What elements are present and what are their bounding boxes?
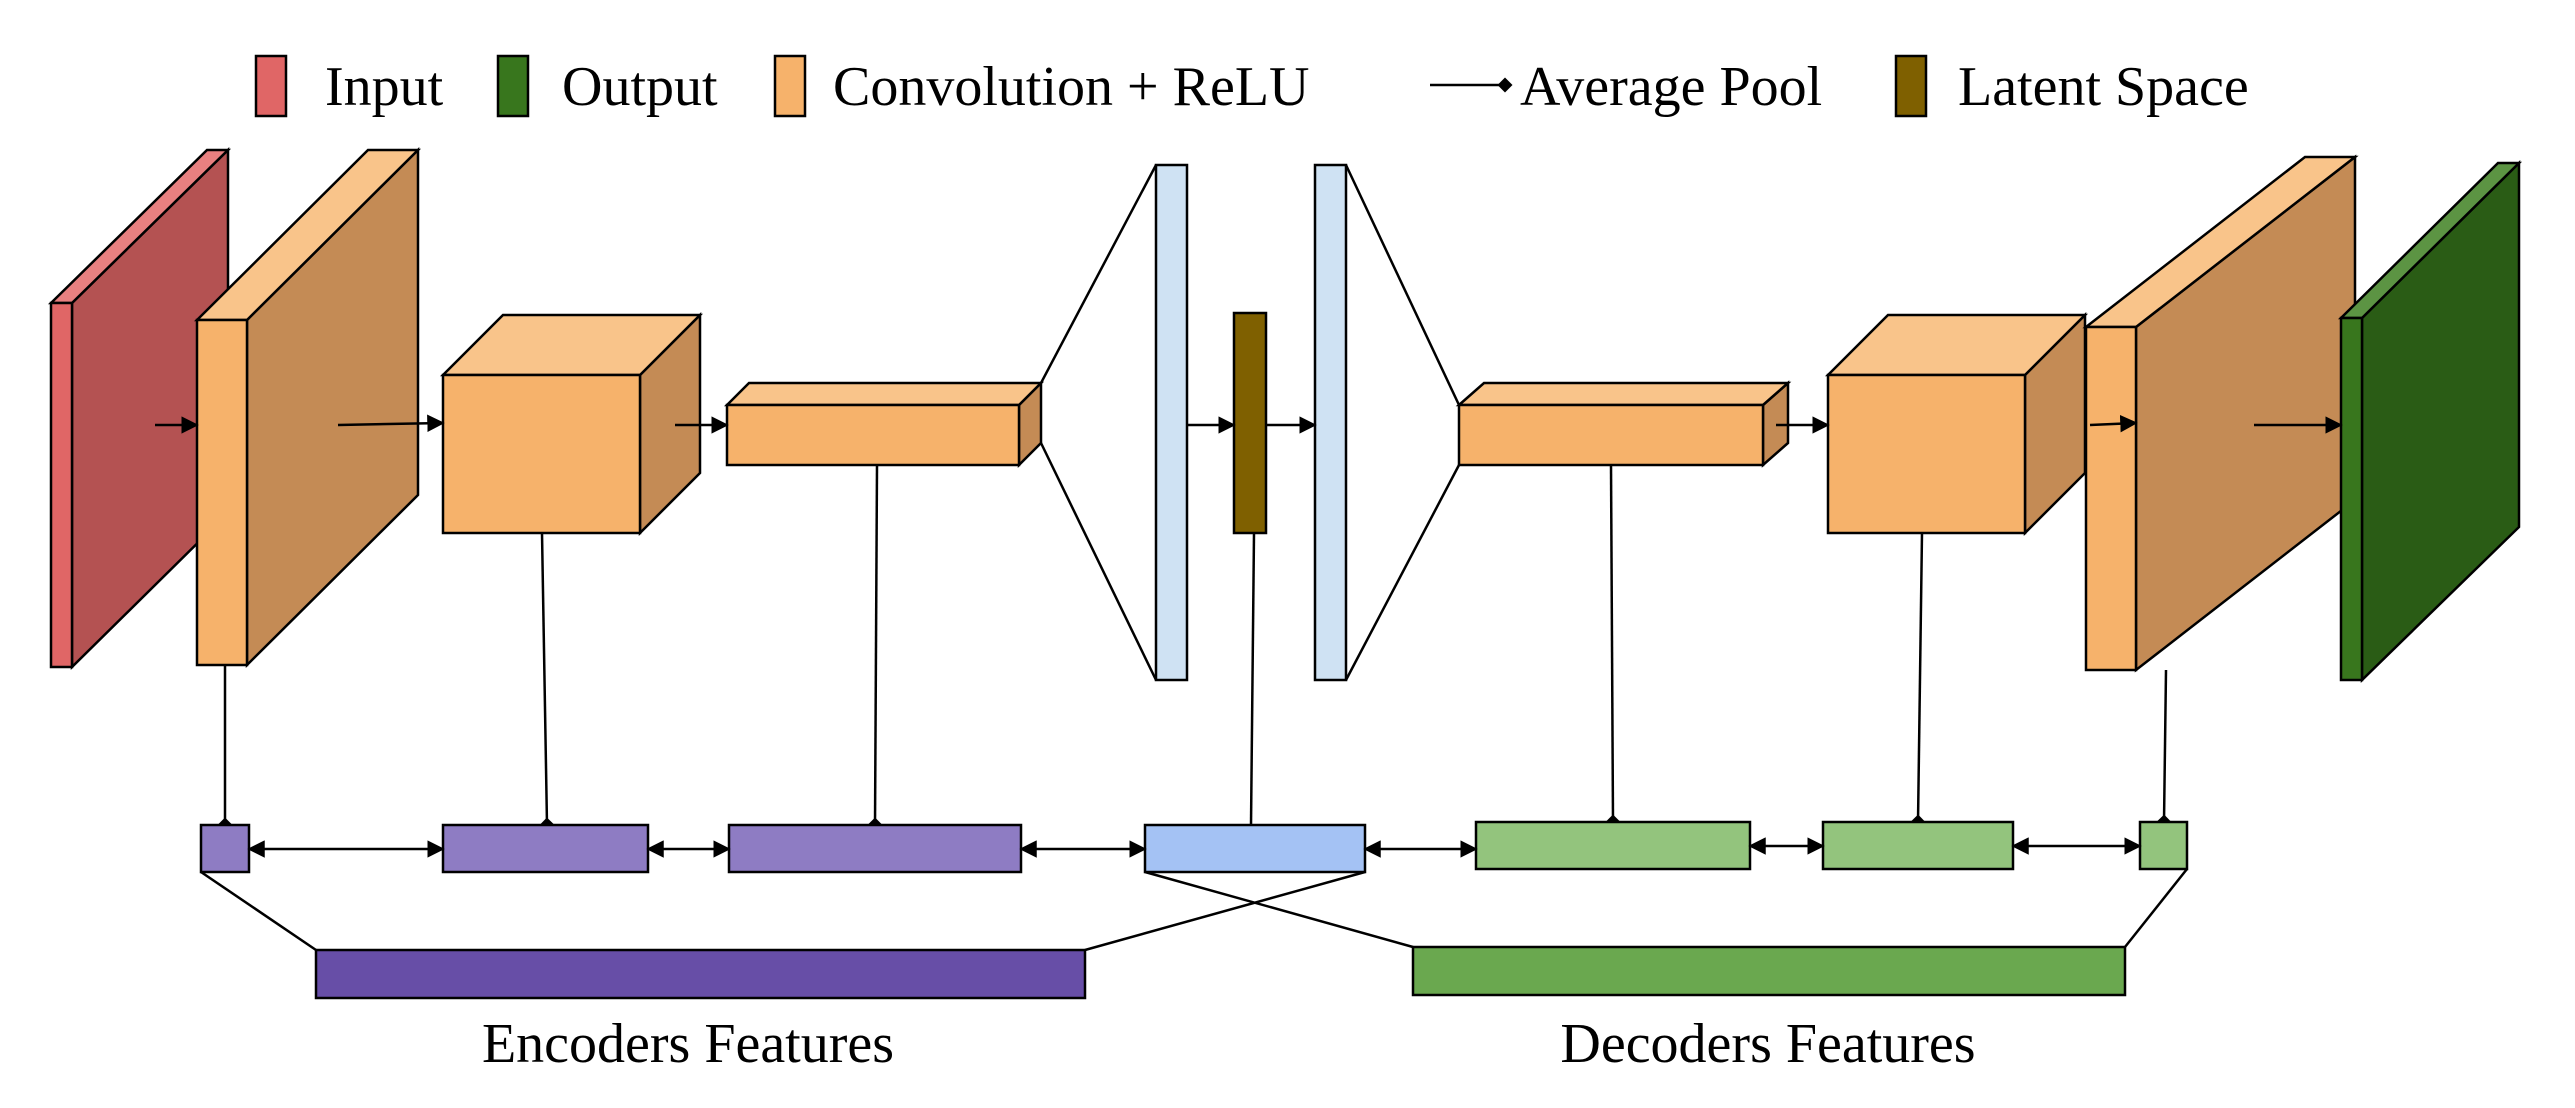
latent-feature (1143, 823, 1367, 874)
input-front (49, 301, 74, 669)
latent-swatch (1894, 54, 1928, 118)
connector-conv5 (1910, 532, 1926, 830)
flatten-left (1039, 163, 1189, 682)
latent-block (1232, 311, 1268, 535)
output-front (2339, 316, 2364, 682)
connector-conv3 (867, 464, 883, 833)
agg-dec-left (1144, 870, 1414, 949)
aggregation-lines (200, 868, 2188, 952)
connector-conv6 (2156, 669, 2172, 830)
conv3-top (723, 381, 1045, 407)
conv6-front (2084, 325, 2138, 672)
conv-block-4 (1455, 380, 1792, 468)
connector-conv2 (539, 532, 555, 833)
enc-feature-1 (199, 823, 251, 874)
dec-feature-2 (1821, 820, 2015, 871)
conv2-front (441, 373, 642, 535)
conv-block-6 (2082, 154, 2359, 673)
funnel-line-bottom-left (1039, 442, 1158, 681)
enc-feature-2 (441, 823, 650, 874)
feature-bars (199, 820, 2189, 874)
conv-block-1 (193, 146, 422, 669)
dec-feature-3 (2138, 820, 2189, 871)
dec-feature-1 (1474, 820, 1752, 871)
arrow-conv1-conv2 (337, 414, 445, 433)
decoders-features-bar (1411, 945, 2127, 997)
legend-output-label: Output (562, 56, 718, 118)
agg-enc-right (1084, 870, 1366, 952)
legend-item-input: Input (254, 54, 444, 118)
legend: Input Output Convolution + ReLU Average … (254, 54, 2249, 118)
connector-latent (1249, 532, 1256, 826)
funnel-line-top-left (1039, 164, 1158, 384)
agg-enc-left (200, 870, 317, 952)
conv-swatch (773, 54, 807, 118)
funnel-line-bottom-right (1344, 464, 1461, 681)
conv4-front (1457, 403, 1765, 467)
funnel-line-top-right (1344, 164, 1461, 406)
pipeline-arrows (155, 414, 2343, 434)
feature-connectors (217, 464, 2172, 833)
conv-block-2 (439, 311, 704, 537)
input-swatch (254, 54, 288, 118)
connector-conv4 (1605, 464, 1621, 830)
legend-item-pool: Average Pool (1430, 56, 1822, 118)
output-block (2337, 160, 2523, 683)
encoders-features-caption: Encoders Features (482, 1013, 894, 1075)
legend-input-label: Input (325, 56, 444, 118)
conv1-front (195, 318, 249, 667)
arrow-conv5-conv6 (2089, 414, 2138, 433)
legend-item-conv: Convolution + ReLU (773, 54, 1309, 118)
legend-pool-label: Average Pool (1520, 56, 1822, 118)
decoders-features-caption: Decoders Features (1560, 1013, 1975, 1075)
flat-vector-left (1154, 163, 1189, 682)
agg-dec-right (2124, 868, 2188, 948)
enc-feature-3 (727, 823, 1023, 874)
feature-links (247, 837, 2142, 858)
conv5-front (1826, 373, 2027, 535)
encoders-features-bar (314, 948, 1087, 1000)
conv-block-5 (1824, 311, 2089, 537)
input-block (47, 147, 232, 670)
legend-item-output: Output (496, 54, 718, 118)
flatten-right (1313, 163, 1461, 682)
output-swatch (496, 54, 530, 118)
conv-block-3 (723, 379, 1045, 469)
legend-latent-label: Latent Space (1958, 56, 2249, 118)
conv4-top (1455, 381, 1792, 407)
conv3-front (725, 403, 1021, 467)
legend-conv-label: Convolution + ReLU (833, 56, 1309, 118)
flat-vector-right (1313, 163, 1348, 682)
legend-item-latent: Latent Space (1894, 54, 2249, 118)
